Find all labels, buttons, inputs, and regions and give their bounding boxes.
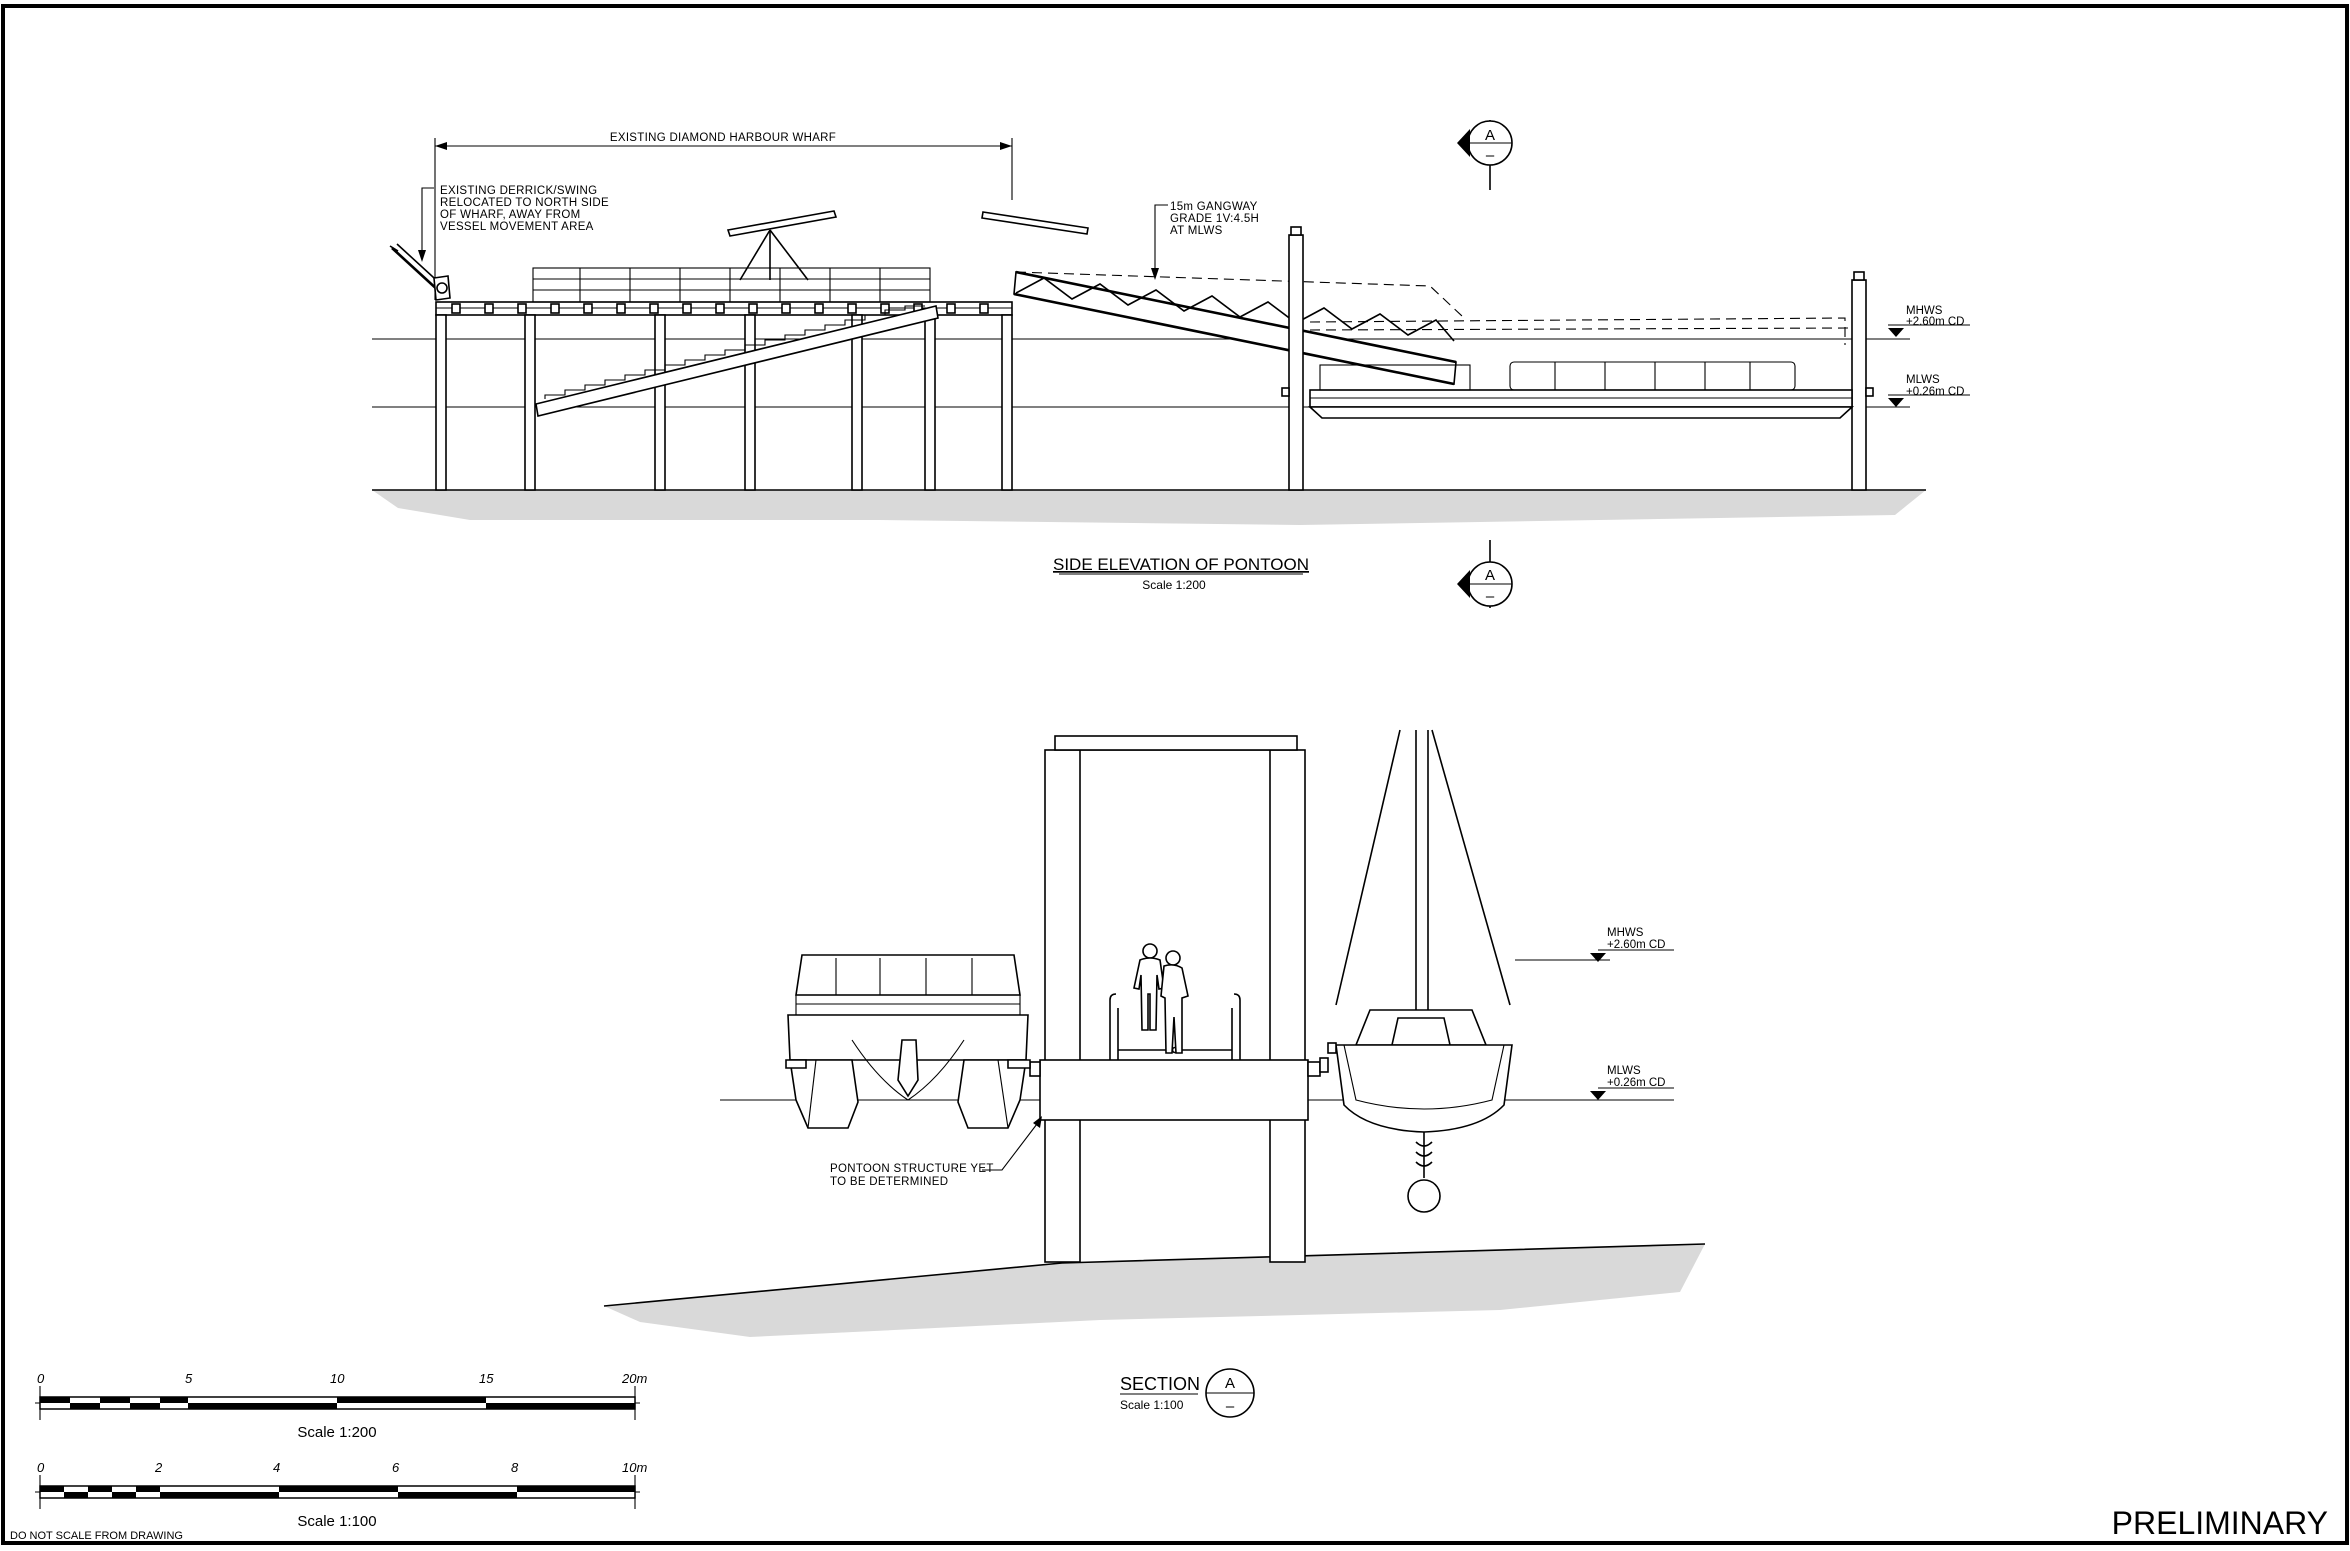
svg-text:RELOCATED TO NORTH SIDE: RELOCATED TO NORTH SIDE xyxy=(440,197,609,209)
svg-text:+0.26m CD: +0.26m CD xyxy=(1607,1077,1665,1089)
pontoon-mhws-dashed xyxy=(1309,317,1851,345)
svg-text:EXISTING DERRICK/SWING: EXISTING DERRICK/SWING xyxy=(440,185,597,197)
svg-text:A: A xyxy=(1225,1375,1235,1392)
wharf-dimension: EXISTING DIAMOND HARBOUR WHARF xyxy=(434,132,1013,300)
svg-text:TO BE DETERMINED: TO BE DETERMINED xyxy=(830,1176,948,1188)
pontoon-note: PONTOON STRUCTURE YET TO BE DETERMINED xyxy=(830,1116,1042,1188)
svg-text:MHWS: MHWS xyxy=(1906,305,1943,317)
side-elevation: EXISTING DIAMOND HARBOUR WHARF xyxy=(372,120,1970,608)
section-title-block: SECTION Scale 1:100 A – xyxy=(1120,1368,1255,1418)
section-level-mlws: MLWS +0.26m CD xyxy=(1590,1065,1674,1100)
svg-text:5: 5 xyxy=(185,1371,193,1386)
section-title: SECTION xyxy=(1120,1374,1200,1394)
svg-text:A: A xyxy=(1485,567,1495,584)
svg-text:10m: 10m xyxy=(622,1460,647,1475)
svg-text:15m GANGWAY: 15m GANGWAY xyxy=(1170,201,1258,213)
svg-text:8: 8 xyxy=(511,1460,519,1475)
wharf-piles xyxy=(435,314,1013,491)
svg-text:+2.60m CD: +2.60m CD xyxy=(1906,316,1964,328)
wharf-stairs xyxy=(535,305,939,417)
wharf-gate xyxy=(981,211,1089,235)
svg-text:–: – xyxy=(1486,588,1495,605)
svg-text:MLWS: MLWS xyxy=(1906,374,1940,386)
pontoon-section xyxy=(1039,1059,1309,1121)
gangway-truss xyxy=(1013,270,1463,386)
scale-1-200-label: Scale 1:200 xyxy=(297,1424,376,1441)
svg-text:4: 4 xyxy=(273,1460,280,1475)
section-piles xyxy=(1044,735,1306,1263)
svg-text:MLWS: MLWS xyxy=(1607,1065,1641,1077)
existing-derrick xyxy=(389,243,451,301)
svg-text:A: A xyxy=(1485,127,1495,144)
monohull-vessel xyxy=(1319,729,1513,1213)
seabed-section xyxy=(604,1244,1705,1337)
section-marker-top: A – xyxy=(1457,120,1513,190)
svg-text:10: 10 xyxy=(330,1371,345,1386)
pontoon-elevation xyxy=(1281,361,1874,419)
sheet-border xyxy=(1,4,2349,1545)
svg-text:–: – xyxy=(1226,1398,1235,1415)
lifting-frame xyxy=(726,210,838,281)
svg-text:0: 0 xyxy=(37,1460,45,1475)
svg-text:AT MLWS: AT MLWS xyxy=(1170,225,1223,237)
pontoon-railing xyxy=(1109,993,1241,1060)
existing-wharf: EXISTING DERRICK/SWING RELOCATED TO NORT… xyxy=(389,185,1089,491)
elevation-title: SIDE ELEVATION OF PONTOON xyxy=(1053,555,1309,574)
svg-text:+0.26m CD: +0.26m CD xyxy=(1906,386,1964,398)
svg-text:15: 15 xyxy=(479,1371,494,1386)
pontoon-pile-right xyxy=(1851,279,1867,491)
wharf-railing xyxy=(532,267,931,303)
svg-text:2: 2 xyxy=(154,1460,163,1475)
pontoon-pile-left xyxy=(1288,234,1304,491)
scale-bar-1-100: 0 2 4 6 8 10m Scale 1:100 xyxy=(35,1460,647,1530)
svg-text:–: – xyxy=(1486,147,1495,164)
elevation-level-mlws: MLWS +0.26m CD xyxy=(1888,374,1970,407)
derrick-note: EXISTING DERRICK/SWING RELOCATED TO NORT… xyxy=(418,185,609,262)
svg-text:VESSEL MOVEMENT AREA: VESSEL MOVEMENT AREA xyxy=(440,221,594,233)
section-marker-bottom: A – xyxy=(1457,540,1513,608)
catamaran-vessel xyxy=(785,954,1031,1129)
section-level-mhws: MHWS +2.60m CD xyxy=(1515,927,1674,962)
svg-text:0: 0 xyxy=(37,1371,45,1386)
wharf-label: EXISTING DIAMOND HARBOUR WHARF xyxy=(610,132,836,144)
people-figures xyxy=(1133,943,1189,1054)
gangway-note: 15m GANGWAY GRADE 1V:4.5H AT MLWS xyxy=(1151,201,1259,280)
elevation-title-block: SIDE ELEVATION OF PONTOON Scale 1:200 xyxy=(1053,555,1309,592)
svg-text:GRADE 1V:4.5H: GRADE 1V:4.5H xyxy=(1170,213,1259,225)
scale-1-100-label: Scale 1:100 xyxy=(297,1513,376,1530)
wharf-deck-blocks xyxy=(451,303,989,314)
section-view: PONTOON STRUCTURE YET TO BE DETERMINED M… xyxy=(603,729,1706,1418)
seabed-elevation xyxy=(372,490,1926,525)
svg-text:PONTOON STRUCTURE YET: PONTOON STRUCTURE YET xyxy=(830,1163,994,1175)
elevation-level-mhws: MHWS +2.60m CD xyxy=(1888,305,1970,337)
scale-bar-1-200: 0 5 10 15 20m Scale 1:200 xyxy=(35,1371,647,1441)
do-not-scale-note: DO NOT SCALE FROM DRAWING xyxy=(10,1530,183,1542)
svg-text:OF WHARF, AWAY FROM: OF WHARF, AWAY FROM xyxy=(440,209,581,221)
elevation-scale: Scale 1:200 xyxy=(1142,578,1206,592)
svg-text:+2.60m CD: +2.60m CD xyxy=(1607,939,1665,951)
svg-text:6: 6 xyxy=(392,1460,400,1475)
preliminary-stamp: PRELIMINARY xyxy=(2112,1505,2328,1541)
section-scale: Scale 1:100 xyxy=(1120,1398,1184,1412)
svg-text:20m: 20m xyxy=(621,1371,647,1386)
svg-text:MHWS: MHWS xyxy=(1607,927,1644,939)
